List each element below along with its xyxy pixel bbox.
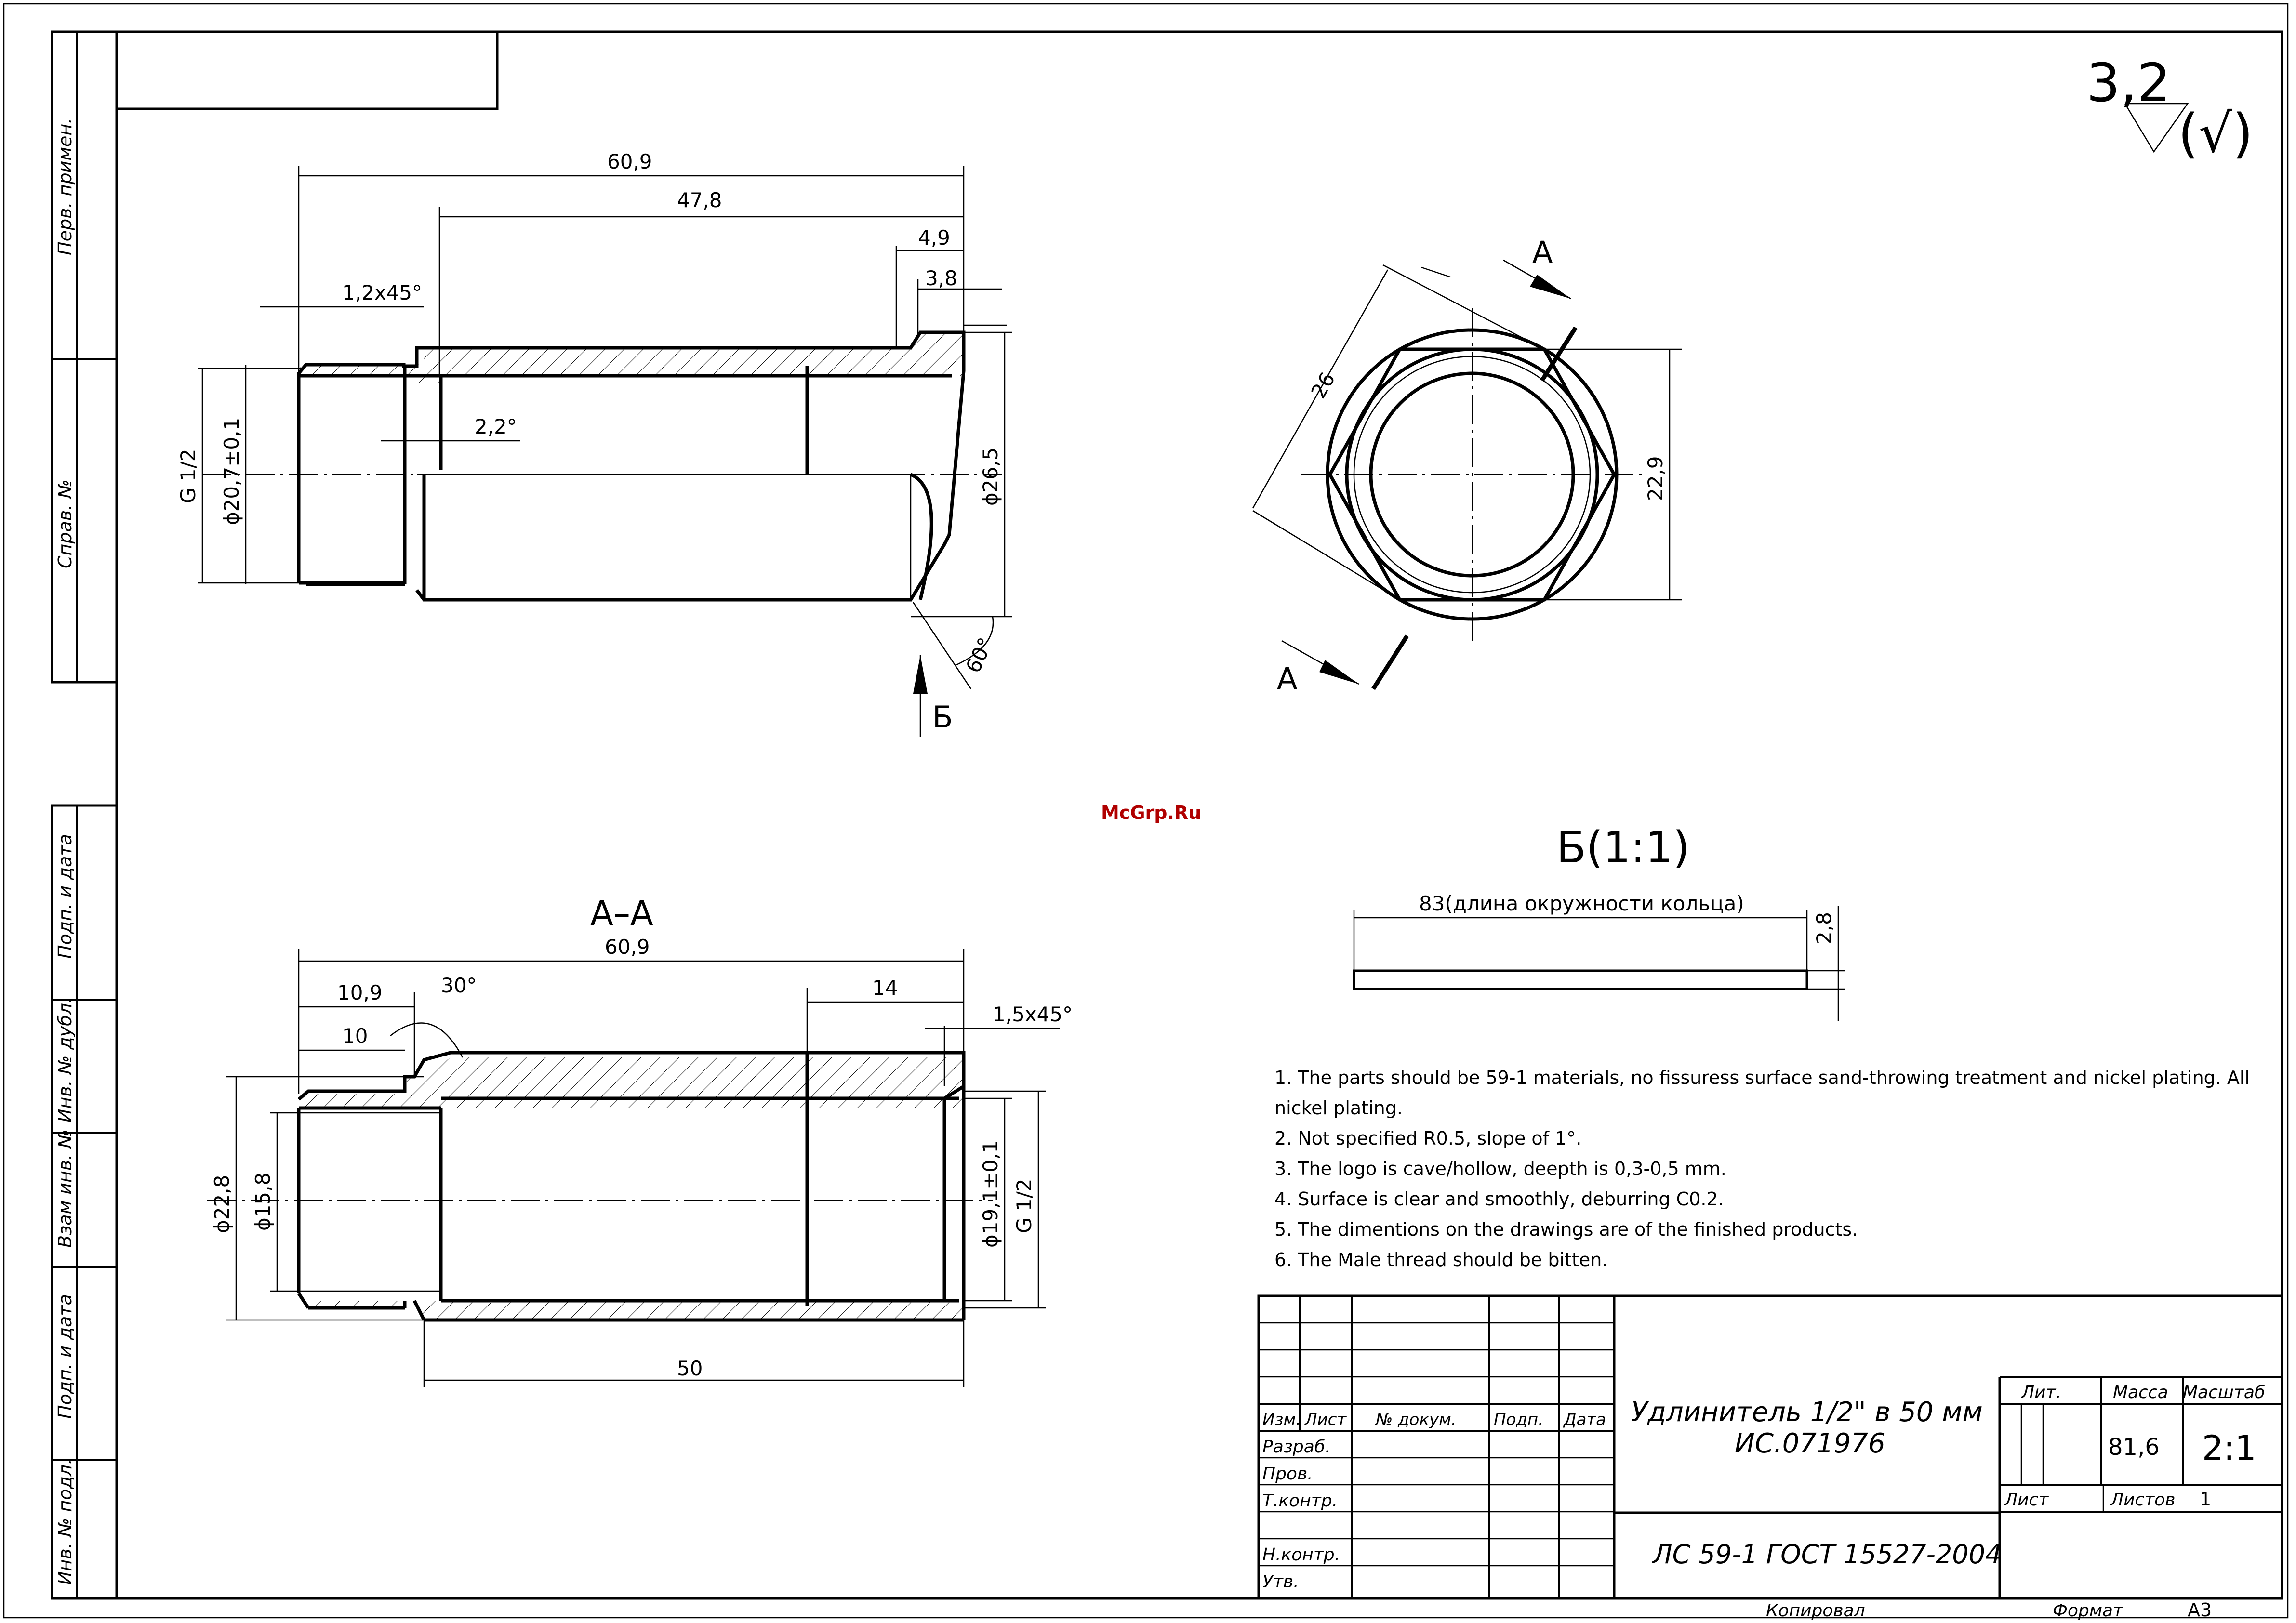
dim-section-dia228: ϕ22,8 [210, 1175, 234, 1233]
section-label-a-top: А [1532, 235, 1553, 270]
stamp-podp-data-1: Подп. и дата [54, 834, 76, 959]
view-b-length: 83(длина окружности кольца) [1419, 892, 1744, 915]
dim-section-length50: 50 [677, 1357, 703, 1380]
tb-role-razrab: Разраб. [1262, 1437, 1330, 1457]
section-title: А–А [590, 894, 653, 933]
tb-role-utv: Утв. [1262, 1572, 1299, 1592]
note-5: 5. The dimentions on the drawings are of… [1274, 1219, 1858, 1240]
roughness-parenthesis: (√) [2178, 103, 2253, 164]
tb-part-name: Удлинитель 1/2" в 50 мм [1631, 1397, 1983, 1428]
roughness-symbol: 3,2 (√) [2086, 52, 2253, 164]
dim-main-3-8: 3,8 [925, 266, 957, 290]
technical-notes: 1. The parts should be 59-1 materials, n… [1274, 1067, 2250, 1270]
side-stamp-column: Перв. примен. Справ. № Подп. и дата Инв.… [51, 30, 118, 1600]
tb-header-izm: Изм. [1262, 1410, 1301, 1429]
view-b-title: Б(1:1) [1556, 822, 1690, 873]
dim-main-dia207: ϕ20,7±0,1 [220, 418, 243, 525]
tb-header-doc: № докум. [1375, 1410, 1457, 1429]
dim-section-14: 14 [872, 976, 898, 1000]
tb-lit-label: Лит. [2020, 1383, 2061, 1402]
tb-part-code: ИС.071976 [1735, 1428, 1885, 1459]
tb-header-list: Лист [1304, 1410, 1347, 1429]
dim-section-10-9: 10,9 [337, 981, 383, 1004]
note-6: 6. The Male thread should be bitten. [1274, 1249, 1607, 1270]
dim-section-thread: G 1/2 [1012, 1179, 1036, 1234]
dim-section-angle30: 30° [441, 974, 477, 997]
title-block: Изм. Лист № докум. Подп. Дата Разраб. Пр… [1257, 1294, 2283, 1621]
tb-masshtab-label: Масштаб [2183, 1383, 2265, 1402]
section-label-a-bottom: А [1277, 661, 1297, 696]
note-1-cont: nickel plating. [1274, 1097, 1403, 1119]
view-b-arrow-label: Б [932, 699, 953, 735]
tb-format-value: А3 [2188, 1599, 2212, 1621]
main-view-hatch-top [299, 332, 964, 383]
tb-format-label: Формат [2053, 1601, 2123, 1621]
tb-material: ЛС 59-1 ГОСТ 15527-2004 [1652, 1539, 2002, 1570]
stamp-sprav-no: Справ. № [54, 479, 76, 568]
roughness-value: 3,2 [2086, 52, 2171, 114]
dim-section-overall: 60,9 [605, 935, 650, 959]
dim-section-chamfer: 1,5х45° [993, 1003, 1073, 1026]
stamp-inv-podl: Инв. № подл. [54, 1459, 76, 1585]
tb-copied: Копировал [1766, 1601, 1865, 1621]
tb-header-podp: Подп. [1494, 1410, 1543, 1429]
view-b-thickness: 2,8 [1812, 912, 1836, 944]
dim-main-dia265: ϕ26,5 [979, 448, 1002, 506]
tb-sheet-label: Лист [2004, 1490, 2049, 1510]
dim-main-angle60: 60° [961, 634, 998, 676]
stamp-podp-data-2: Подп. и дата [54, 1294, 76, 1419]
note-3: 3. The logo is cave/hollow, deepth is 0,… [1274, 1158, 1726, 1179]
tb-massa-value: 81,6 [2108, 1434, 2160, 1461]
note-1: 1. The parts should be 59-1 materials, n… [1274, 1067, 2250, 1088]
end-view: 26 22,9 А А [1252, 235, 1682, 696]
dim-main-chamfer: 1,2х45° [342, 281, 422, 304]
dim-main-overall: 60,9 [607, 150, 652, 173]
dim-main-angle: 2,2° [475, 415, 517, 438]
note-2: 2. Not specified R0.5, slope of 1°. [1274, 1128, 1581, 1149]
tb-massa-label: Масса [2113, 1383, 2168, 1402]
view-b: Б(1:1) 83(длина окружности кольца) 2,8 [1353, 822, 1845, 1021]
outer-border [3, 3, 2289, 1619]
watermark: McGrp.Ru [1101, 802, 1201, 823]
stamp-vzam-inv: Взам инв. № [54, 1129, 76, 1248]
dim-section-dia158: ϕ15,8 [251, 1173, 275, 1231]
dim-section-10: 10 [342, 1024, 368, 1048]
note-4: 4. Surface is clear and smoothly, deburr… [1274, 1188, 1724, 1210]
dim-main-bore: 47,8 [677, 188, 722, 212]
tb-sheets-value: 1 [2200, 1489, 2211, 1510]
dim-section-dia191: ϕ19,1±0,1 [979, 1140, 1002, 1248]
stamp-inv-dubl: Инв. № дубл. [54, 997, 76, 1122]
tb-role-nkontr: Н.контр. [1262, 1545, 1340, 1565]
tb-header-data: Дата [1563, 1410, 1606, 1429]
tb-scale-value: 2:1 [2202, 1428, 2256, 1468]
dim-main-4-9: 4,9 [918, 226, 950, 250]
tb-sheets-label: Листов [2110, 1490, 2175, 1510]
dim-main-thread: G 1/2 [176, 449, 200, 504]
section-view-a-a: А–А 60,9 10,9 10 30° 14 [207, 894, 1073, 1387]
tb-role-prov: Пров. [1262, 1464, 1313, 1484]
tb-role-tkontr: Т.контр. [1262, 1491, 1338, 1511]
stamp-perv-primen: Перв. примен. [54, 118, 76, 255]
dim-end-across-flats: 22,9 [1644, 456, 1667, 501]
top-left-stamp-box [115, 30, 499, 110]
dim-end-across-corners: 26 [1306, 368, 1340, 402]
main-view: 60,9 47,8 4,9 3,8 1,2х45° 2,2° G 1/2 ϕ20… [176, 150, 1012, 737]
